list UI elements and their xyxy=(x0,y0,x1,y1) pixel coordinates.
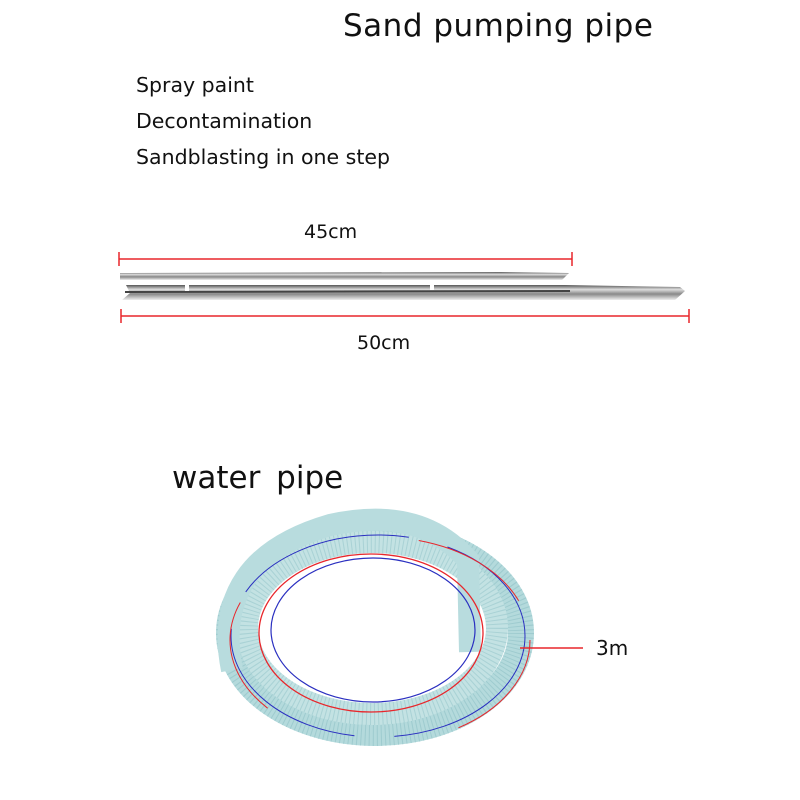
short-pipe-dimension-label: 45cm xyxy=(304,221,358,243)
hose-length-label: 3m xyxy=(596,636,629,660)
water-hose-coil-image xyxy=(216,508,583,746)
sand-pumping-pipe-image xyxy=(120,272,685,300)
feature-item: Decontamination xyxy=(136,109,313,133)
dimension-line-50cm xyxy=(120,309,690,323)
feature-item: Sandblasting in one step xyxy=(136,145,390,169)
dimension-line-45cm xyxy=(118,252,573,266)
long-pipe-dimension-label: 50cm xyxy=(357,332,411,354)
water-pipe-heading: water pipe xyxy=(172,460,344,496)
feature-item: Spray paint xyxy=(136,73,254,97)
product-title: Sand pumping pipe xyxy=(343,8,654,44)
